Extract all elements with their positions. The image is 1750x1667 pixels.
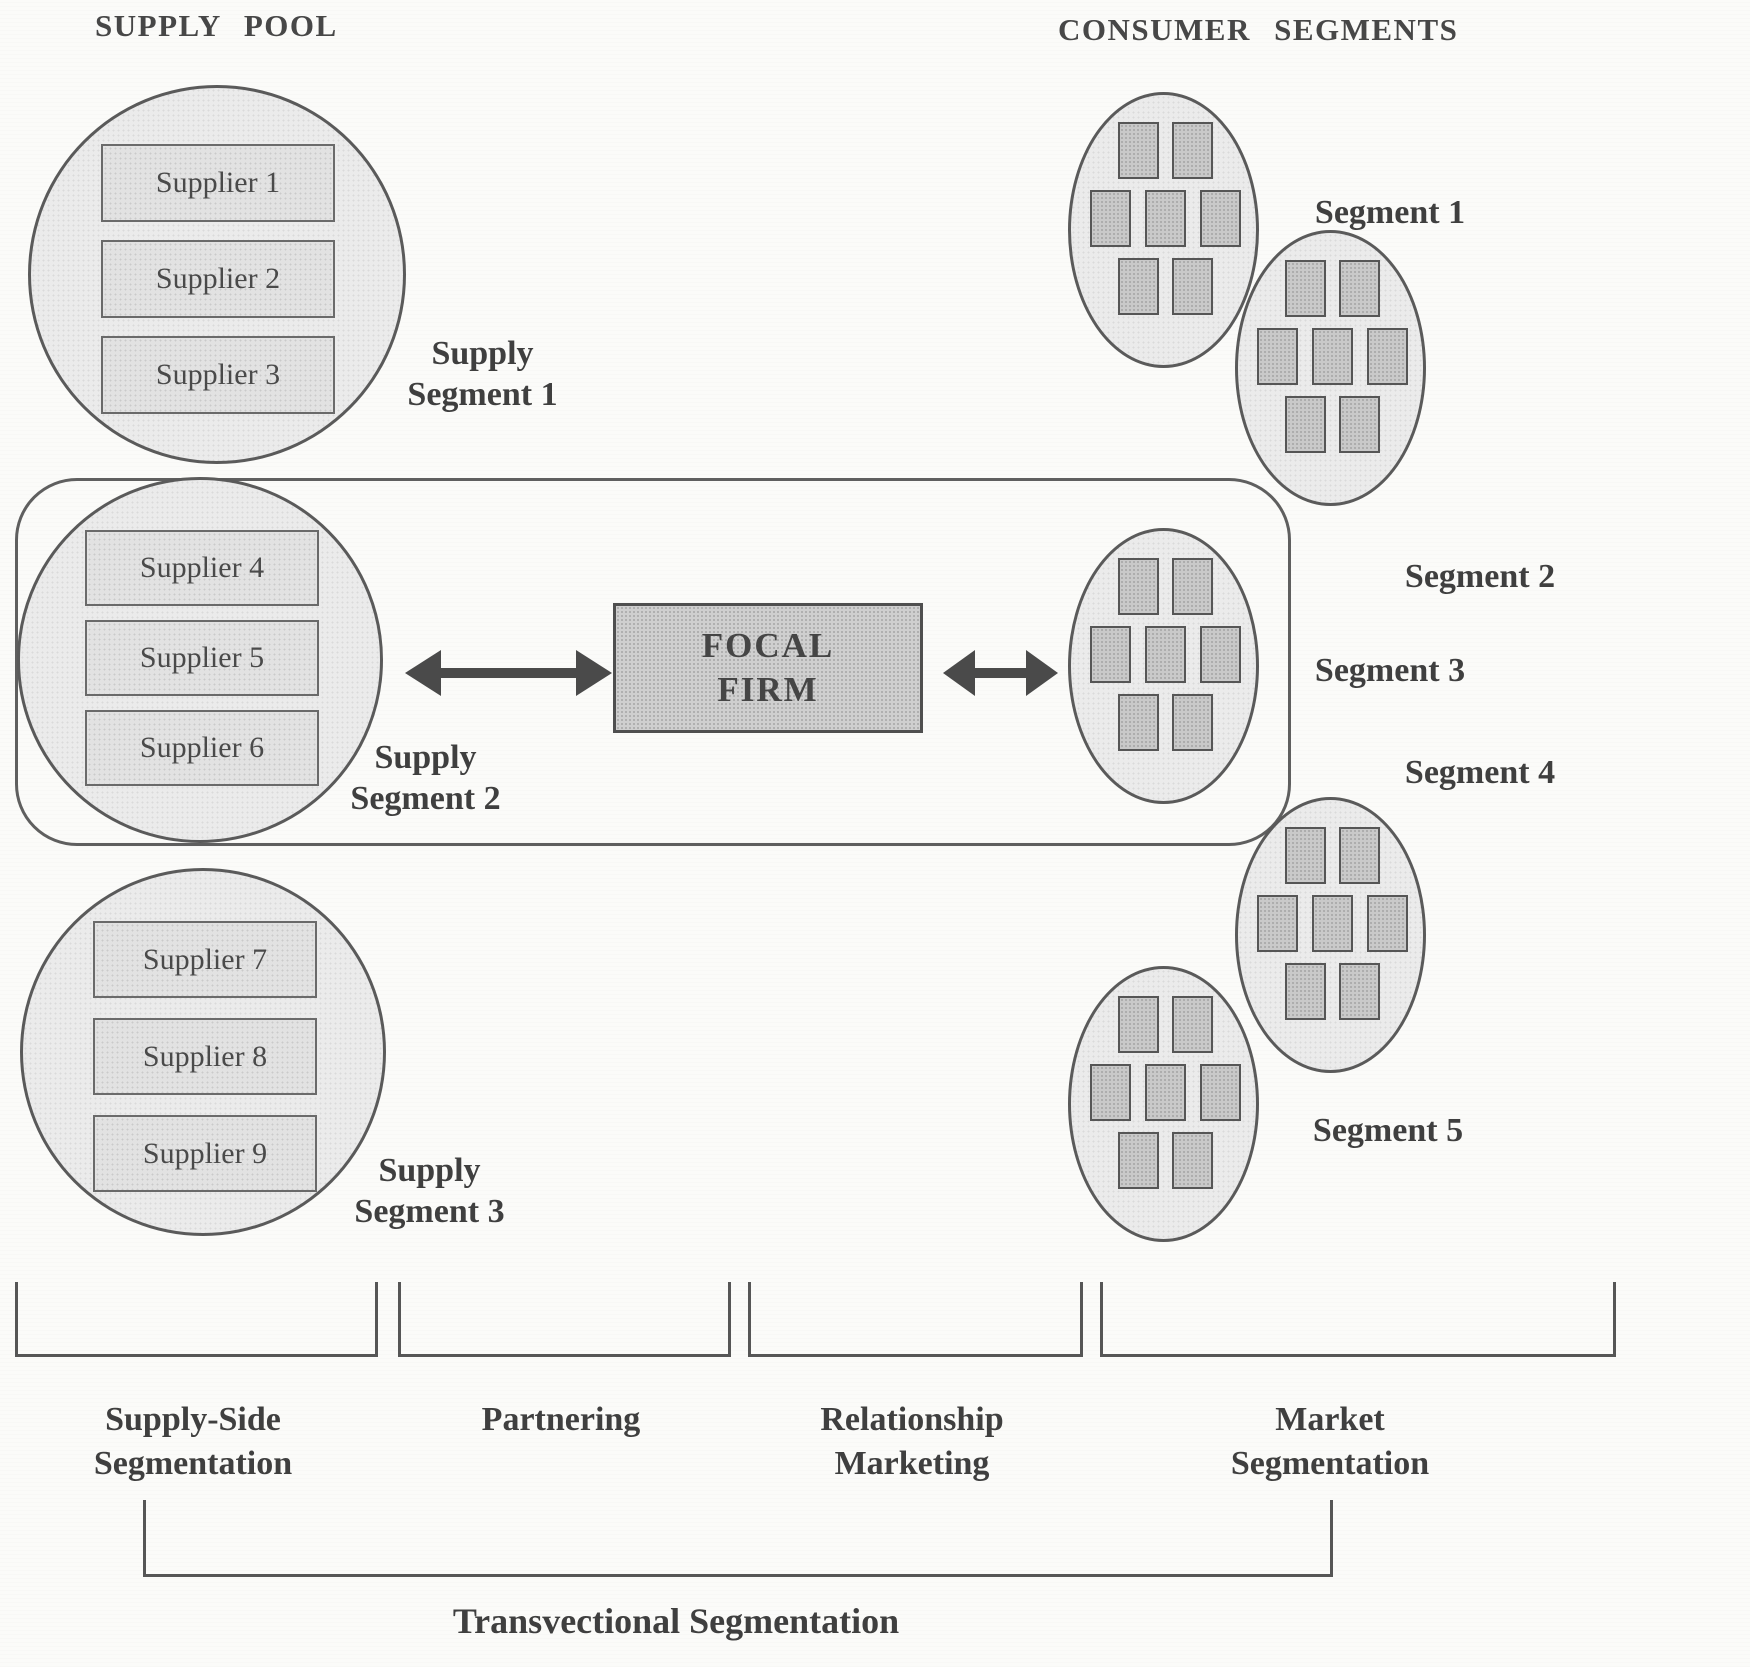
consumer-square (1339, 396, 1380, 453)
supplier-1-box: Supplier 1 (101, 144, 335, 222)
supplier-6-box: Supplier 6 (85, 710, 319, 786)
consumer-square (1172, 258, 1213, 315)
supply-segment-2-circle: Supplier 4 Supplier 5 Supplier 6 (17, 477, 383, 843)
market-segmentation-label: Market Segmentation (1180, 1398, 1480, 1486)
consumer-square (1312, 328, 1353, 385)
relationship-marketing-label-line1: Relationship (820, 1401, 1004, 1438)
partnering-label-line1: Partnering (481, 1401, 641, 1438)
supply-side-segmentation-label-line1: Supply-Side (105, 1401, 281, 1438)
consumer-square (1118, 996, 1159, 1053)
supply-segment-1-label-line1: Supply (431, 335, 534, 372)
supply-side-segmentation-bracket (15, 1282, 378, 1357)
supply-segment-2-label-line1: Supply (374, 739, 477, 776)
consumer-square (1145, 190, 1186, 247)
supplier-2-box: Supplier 2 (101, 240, 335, 318)
consumer-square (1118, 1132, 1159, 1189)
consumer-square (1118, 258, 1159, 315)
consumer-square (1090, 1064, 1131, 1121)
supply-pool-heading: SUPPLY POOL (95, 8, 338, 43)
supply-segment-2-label-line2: Segment 2 (350, 780, 501, 818)
supply-side-segmentation-label: Supply-Side Segmentation (43, 1398, 343, 1486)
supply-segment-1-label: Supply Segment 1 (375, 333, 590, 416)
focal-firm-box: FOCAL FIRM (613, 603, 923, 733)
consumer-square (1285, 963, 1326, 1020)
consumer-segment-1-label: Segment 1 (1314, 194, 1466, 231)
arrow-shaft (435, 668, 582, 678)
consumer-segment-3-label: Segment 3 (1314, 652, 1466, 689)
supply-segment-2-label: Supply Segment 2 (318, 737, 533, 820)
relationship-marketing-label-line2: Marketing (834, 1445, 990, 1483)
consumer-square (1118, 558, 1159, 615)
consumer-segment-2-label: Segment 2 (1404, 558, 1556, 595)
consumer-square (1172, 122, 1213, 179)
consumer-segment-4-circle (1235, 797, 1426, 1073)
arrow-head-left-icon (943, 650, 975, 696)
market-segmentation-label-line2: Segmentation (1230, 1445, 1430, 1483)
consumer-square (1367, 328, 1408, 385)
market-segmentation-label-line1: Market (1275, 1401, 1385, 1438)
consumer-square (1118, 694, 1159, 751)
consumer-square (1145, 626, 1186, 683)
arrow-head-right-icon (576, 650, 612, 696)
partnering-bracket (398, 1282, 731, 1357)
consumer-square (1339, 260, 1380, 317)
consumer-square (1145, 1064, 1186, 1121)
consumer-square (1200, 190, 1241, 247)
transvection-band-outline (15, 478, 1291, 846)
market-segmentation-bracket (1100, 1282, 1616, 1357)
consumer-square (1200, 1064, 1241, 1121)
relationship-marketing-label: Relationship Marketing (762, 1398, 1062, 1486)
supply-focal-arrow (405, 650, 612, 696)
consumer-segment-5-label: Segment 5 (1312, 1112, 1464, 1149)
consumer-square (1090, 626, 1131, 683)
consumer-square (1172, 558, 1213, 615)
arrow-shaft (969, 668, 1032, 678)
supply-segment-3-label: Supply Segment 3 (322, 1150, 537, 1233)
supply-segment-3-label-line1: Supply (378, 1152, 481, 1189)
consumer-square (1090, 190, 1131, 247)
consumer-segment-3-circle (1068, 528, 1259, 804)
consumer-square (1118, 122, 1159, 179)
consumer-square (1172, 996, 1213, 1053)
consumer-segment-5-circle (1068, 966, 1259, 1242)
consumer-square (1339, 963, 1380, 1020)
supplier-8-box: Supplier 8 (93, 1018, 317, 1095)
supply-segment-1-circle: Supplier 1 Supplier 2 Supplier 3 (28, 85, 406, 464)
consumer-segment-2-circle (1235, 230, 1426, 506)
focal-firm-line2: FIRM (717, 670, 819, 709)
supplier-9-box: Supplier 9 (93, 1115, 317, 1192)
partnering-label: Partnering (411, 1398, 711, 1442)
focal-firm-line1: FOCAL (701, 626, 835, 666)
supply-segment-1-label-line2: Segment 1 (407, 376, 558, 414)
arrow-head-left-icon (405, 650, 441, 696)
consumer-square (1339, 827, 1380, 884)
supplier-3-box: Supplier 3 (101, 336, 335, 414)
consumer-segment-1-circle (1068, 92, 1259, 368)
consumer-square (1285, 260, 1326, 317)
focal-market-arrow (943, 650, 1058, 696)
consumer-square (1367, 895, 1408, 952)
supply-segment-3-circle: Supplier 7 Supplier 8 Supplier 9 (20, 868, 386, 1236)
consumer-square (1200, 626, 1241, 683)
consumer-square (1257, 328, 1298, 385)
transvectional-segmentation-bracket (143, 1500, 1333, 1577)
consumer-square (1172, 694, 1213, 751)
supply-side-segmentation-label-line2: Segmentation (93, 1445, 293, 1483)
consumer-square (1312, 895, 1353, 952)
relationship-marketing-bracket (748, 1282, 1083, 1357)
supplier-7-box: Supplier 7 (93, 921, 317, 998)
supply-segment-3-label-line2: Segment 3 (354, 1193, 505, 1231)
consumer-segments-heading: CONSUMER SEGMENTS (1058, 12, 1459, 47)
supplier-5-box: Supplier 5 (85, 620, 319, 696)
consumer-square (1172, 1132, 1213, 1189)
consumer-square (1285, 827, 1326, 884)
arrow-head-right-icon (1026, 650, 1058, 696)
consumer-segment-4-label: Segment 4 (1404, 754, 1556, 791)
transvectional-segmentation-label: Transvectional Segmentation (452, 1601, 900, 1641)
consumer-square (1257, 895, 1298, 952)
supplier-4-box: Supplier 4 (85, 530, 319, 606)
consumer-square (1285, 396, 1326, 453)
